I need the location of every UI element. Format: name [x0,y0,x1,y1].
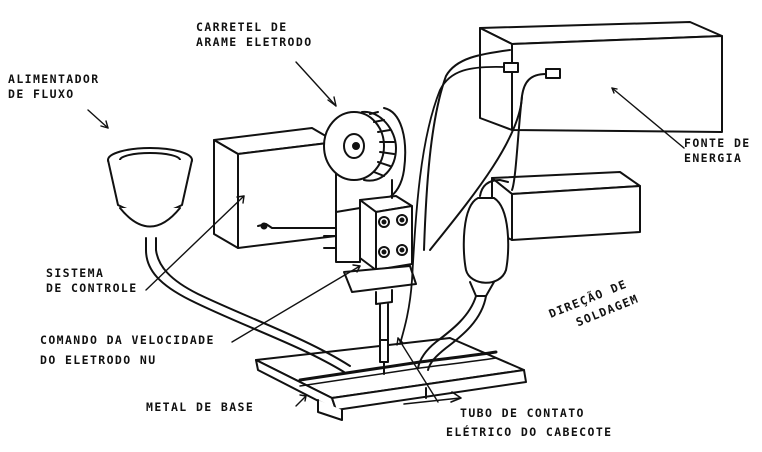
label-control-system: SISTEMA DE CONTROLE [46,266,138,296]
label-base-metal: METAL DE BASE [146,400,255,414]
control-box [214,128,336,248]
power-cables [400,50,546,344]
label-contact-tube-line-1: TUBO DE CONTATO [460,406,585,420]
wire-reel [324,108,405,198]
label-wire-reel: CARRETEL DE ARAME ELETRODO [196,20,313,50]
label-power-source: FONTE DE ENERGIA [684,136,751,166]
label-flux-feeder: ALIMENTADOR DE FLUXO [8,72,100,102]
label-wire-reel-line-1: CARRETEL DE [196,20,288,34]
auxiliary-box [492,172,640,240]
label-power-source-line-2: ENERGIA [684,151,743,165]
flux-hopper [108,148,350,372]
label-wire-speed-line-1: COMANDO DA VELOCIDADE [40,333,215,347]
label-wire-reel-line-2: ARAME ELETRODO [196,35,313,49]
label-wire-speed-line-2: DO ELETRODO NU [40,353,157,367]
label-flux-feeder-line-1: ALIMENTADOR [8,72,100,86]
label-flux-feeder-line-2: DE FLUXO [8,87,75,101]
leader-lines [88,62,684,406]
label-wire-speed: COMANDO DA VELOCIDADE DO ELETRODO NU [40,330,215,370]
label-contact-tube-line-2: ELÉTRICO DO CABECOTE [446,425,613,439]
flux-canister [418,180,508,370]
label-control-system-line-1: SISTEMA [46,266,105,280]
welding-head [324,180,416,374]
label-control-system-line-2: DE CONTROLE [46,281,138,295]
power-source-box [480,22,722,132]
label-contact-tube: TUBO DE CONTATO ELÉTRICO DO CABECOTE [446,404,612,442]
label-power-source-line-1: FONTE DE [684,136,751,150]
